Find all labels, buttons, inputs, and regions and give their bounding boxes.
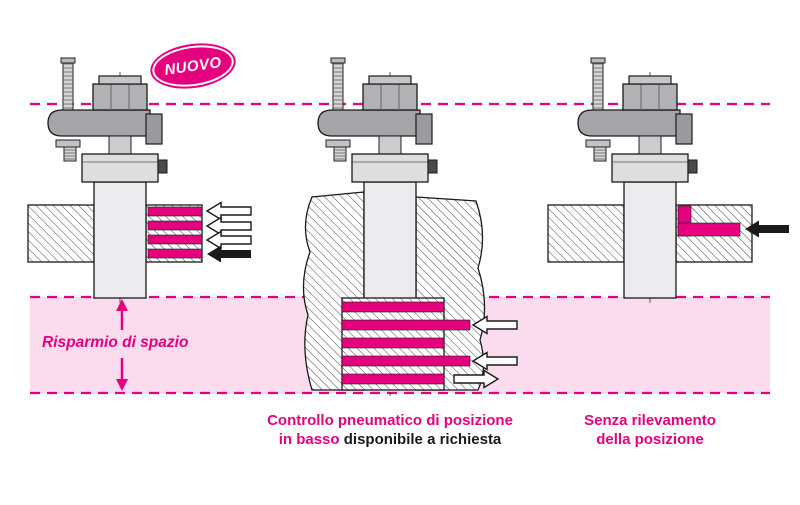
clamp-figure-left (27, 57, 252, 306)
clamp-figure-middle (302, 57, 518, 396)
single-port-band (677, 205, 741, 237)
clamp-arm-assembly (317, 57, 438, 183)
air-flow-arrow-icon (206, 216, 252, 236)
caption-middle-line2-highlight: in basso (278, 431, 340, 448)
nuovo-badge-label: NUOVO (163, 53, 223, 79)
caption-right: Senza rilevamento della posizione (545, 411, 755, 449)
caption-middle-line2-rest: disponibile a richiesta (343, 431, 502, 448)
fixture-plate-left-half (547, 204, 625, 263)
air-flow-arrow-icon (206, 230, 252, 250)
clamp-arm-assembly (47, 57, 168, 183)
caption-right-line1: Senza rilevamento (584, 412, 716, 429)
clamp-cylinder (363, 181, 417, 303)
space-saving-arrow-icon (116, 299, 128, 391)
signal-arrow-icon (207, 245, 251, 263)
position-sensor-bands (147, 206, 203, 259)
clamp-cylinder (93, 181, 147, 299)
space-saving-label: Risparmio di spazio (42, 334, 189, 351)
air-flow-arrow-icon (206, 201, 252, 221)
clamp-figure-right (547, 57, 789, 306)
caption-right-line2: della posizione (596, 431, 704, 448)
clamp-cylinder (623, 181, 677, 299)
clamp-arm-assembly (577, 57, 698, 183)
fixture-plate-left-half (27, 204, 95, 263)
caption-middle-line1: Controllo pneumatico di posizione (267, 412, 513, 429)
caption-middle: Controllo pneumatico di posizione in bas… (222, 411, 558, 449)
bottom-position-sensor-bands (341, 301, 471, 385)
